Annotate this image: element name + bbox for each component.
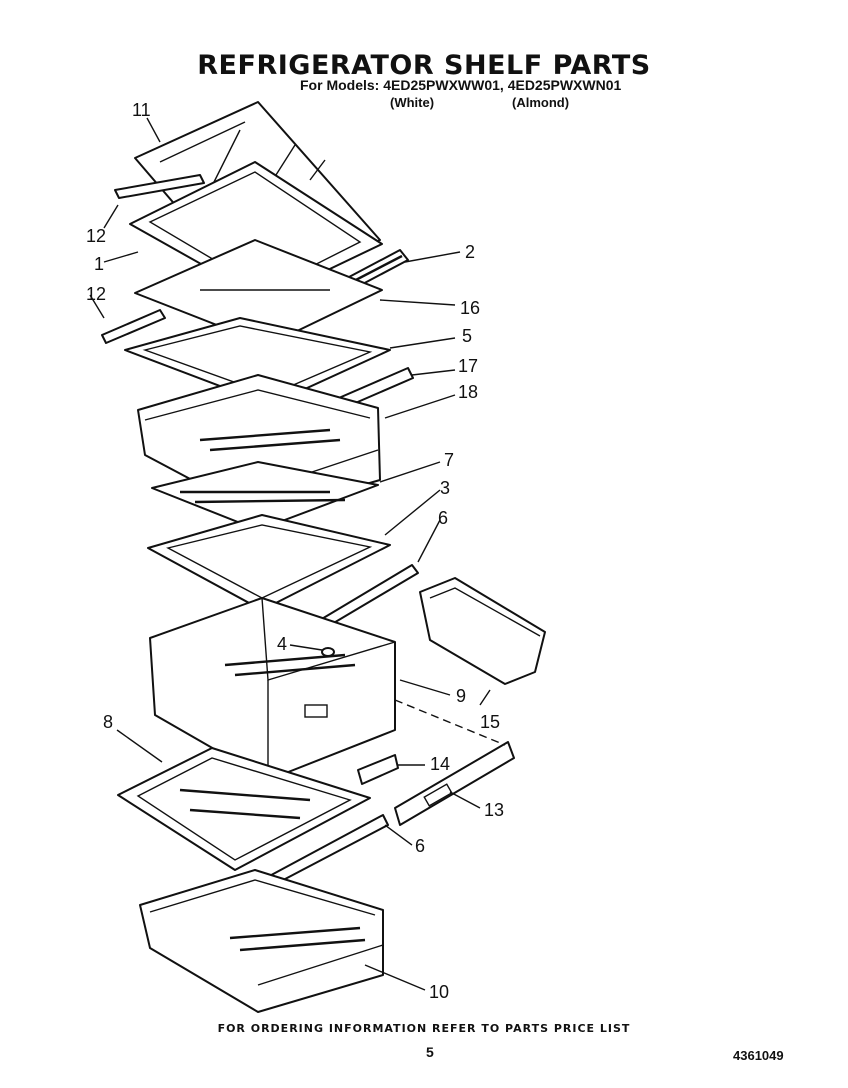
- callout-7: 7: [444, 450, 454, 470]
- callout-6: 6: [438, 508, 448, 528]
- callout-4: 4: [277, 634, 287, 654]
- callout-1: 1: [94, 254, 104, 274]
- part-13-plate: [394, 741, 515, 826]
- callout-6-lower: 6: [415, 836, 425, 856]
- part-8-shelf: [117, 747, 371, 871]
- callout-11: 11: [132, 100, 151, 120]
- part-10-bottom-drawer: [139, 869, 384, 1013]
- callout-8: 8: [103, 712, 113, 732]
- callout-5: 5: [462, 326, 472, 346]
- ordering-note: FOR ORDERING INFORMATION REFER TO PARTS …: [217, 1022, 631, 1035]
- callout-17: 17: [458, 356, 478, 376]
- callout-14: 14: [430, 754, 450, 774]
- part-9-meat-drawer: [149, 597, 396, 781]
- part-14-bracket: [357, 754, 399, 785]
- part-15-door-bin: [419, 577, 546, 685]
- page-title: REFRIGERATOR SHELF PARTS: [197, 50, 651, 81]
- callout-3: 3: [440, 478, 450, 498]
- callout-2: 2: [465, 242, 475, 262]
- leader-lines: [89, 117, 506, 991]
- callout-10: 10: [429, 982, 449, 1002]
- models-line: For Models: 4ED25PWXWW01, 4ED25PWXWN01: [300, 77, 622, 93]
- callout-16: 16: [460, 298, 480, 318]
- callout-12: 12: [86, 226, 106, 246]
- part-3-frame: [147, 514, 391, 611]
- part-12-lower-rod: [101, 309, 166, 344]
- variant-almond: (Almond): [512, 95, 570, 110]
- document-number: 4361049: [733, 1048, 784, 1063]
- callout-13: 13: [484, 800, 504, 820]
- callout-18: 18: [458, 382, 478, 402]
- callout-9: 9: [456, 686, 466, 706]
- callout-15: 15: [480, 712, 500, 732]
- part-12-upper-rod: [114, 174, 205, 199]
- variant-white: (White): [390, 95, 435, 110]
- callout-12-lower: 12: [86, 284, 106, 304]
- part-4-screw: [321, 647, 335, 657]
- page-number: 5: [426, 1044, 434, 1060]
- part-7-crisper-cover: [151, 461, 379, 531]
